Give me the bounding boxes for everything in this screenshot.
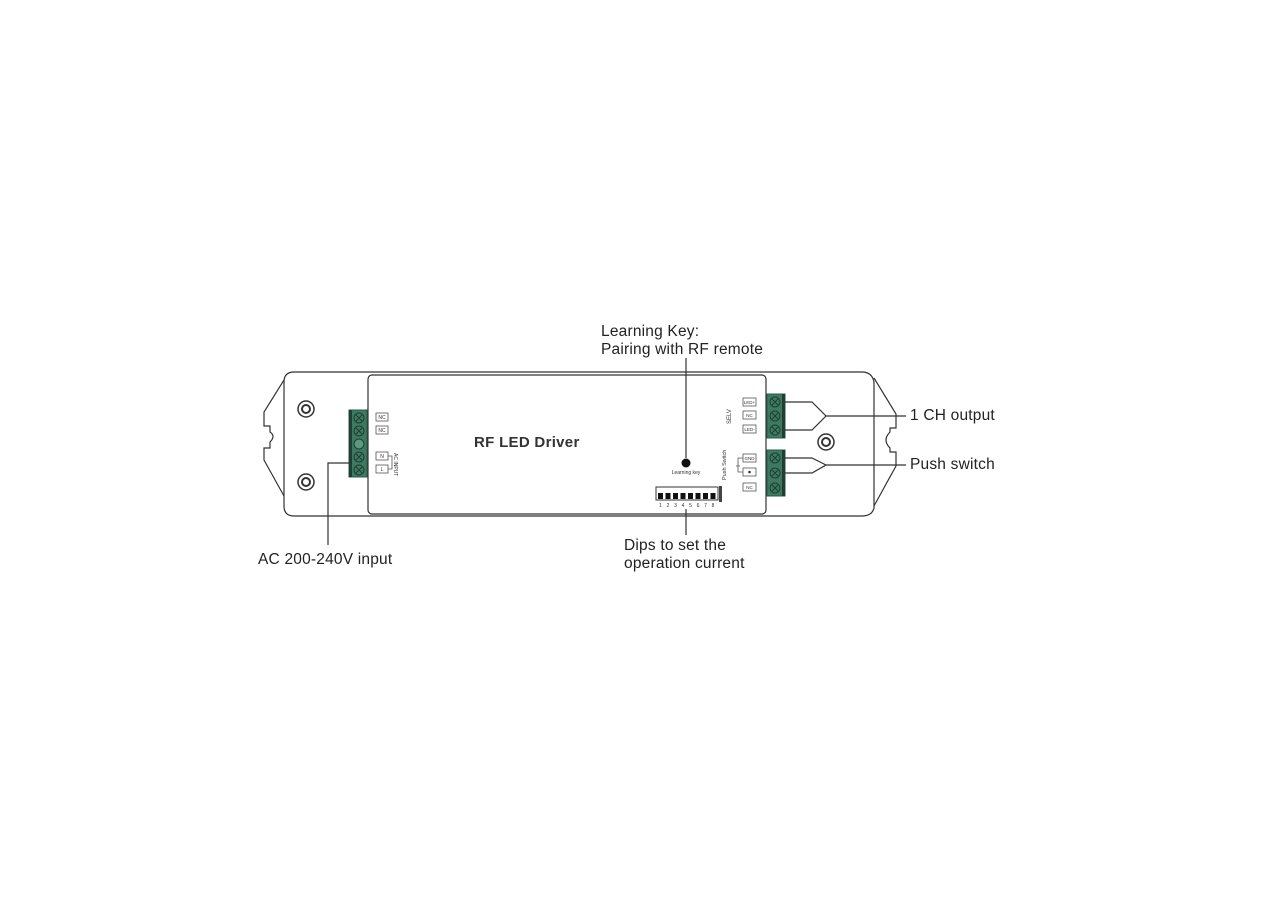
terminal-label-nc2: NC xyxy=(378,428,386,434)
driver-title: RF LED Driver xyxy=(474,434,580,451)
ac-input-board-label: AC INPUT xyxy=(392,453,398,476)
dips-callout: Dips to set the operation current xyxy=(624,537,745,573)
terminal-label-led-plus: LED+ xyxy=(744,400,756,405)
dip-switch-block: 1 2 3 4 5 6 7 8 xyxy=(655,486,722,509)
dip-number: 8 xyxy=(712,503,715,509)
leader-lines xyxy=(327,358,906,545)
dip-number: 6 xyxy=(697,503,700,509)
dip-number: 5 xyxy=(689,503,692,509)
terminal-label-n: N xyxy=(380,454,384,460)
dip-number: 1 xyxy=(659,503,662,509)
output-callout: 1 CH output xyxy=(910,407,995,424)
output-terminal-block: LED+ NC LED- SELV xyxy=(727,393,786,439)
learning-key-button: Learning key xyxy=(672,458,701,476)
push-switch-board-label: Push Switch xyxy=(722,450,728,480)
dip-number: 4 xyxy=(682,503,685,509)
push-switch-terminal-block: GND NC Push Switch xyxy=(722,449,786,497)
dips-callout-line2: operation current xyxy=(624,555,745,572)
terminal-label-nc: NC xyxy=(746,413,753,418)
screw-hole-icons xyxy=(297,400,835,491)
learning-key-callout: Learning Key: Pairing with RF remote xyxy=(601,323,763,359)
selv-board-label: SELV xyxy=(727,409,733,424)
push-switch-callout: Push switch xyxy=(910,456,995,473)
learning-key-board-label: Learning key xyxy=(672,470,701,476)
learning-key-callout-line2: Pairing with RF remote xyxy=(601,341,764,358)
ac-input-terminal-block: NC NC N L AC INPUT xyxy=(348,409,398,478)
terminal-label-nc: NC xyxy=(746,485,753,490)
dip-number: 2 xyxy=(667,503,670,509)
dip-number: 7 xyxy=(704,503,707,509)
learning-key-callout-line1: Learning Key: xyxy=(601,323,700,340)
terminal-label-nc1: NC xyxy=(378,415,386,421)
ac-input-callout: AC 200-240V input xyxy=(258,551,393,568)
dip-number: 3 xyxy=(674,503,677,509)
driver-housing xyxy=(263,371,897,517)
terminal-label-gnd: GND xyxy=(745,456,756,461)
terminal-label-l: L xyxy=(381,467,384,473)
dips-callout-line1: Dips to set the xyxy=(624,537,727,554)
terminal-label-led-minus: LED- xyxy=(744,427,755,432)
